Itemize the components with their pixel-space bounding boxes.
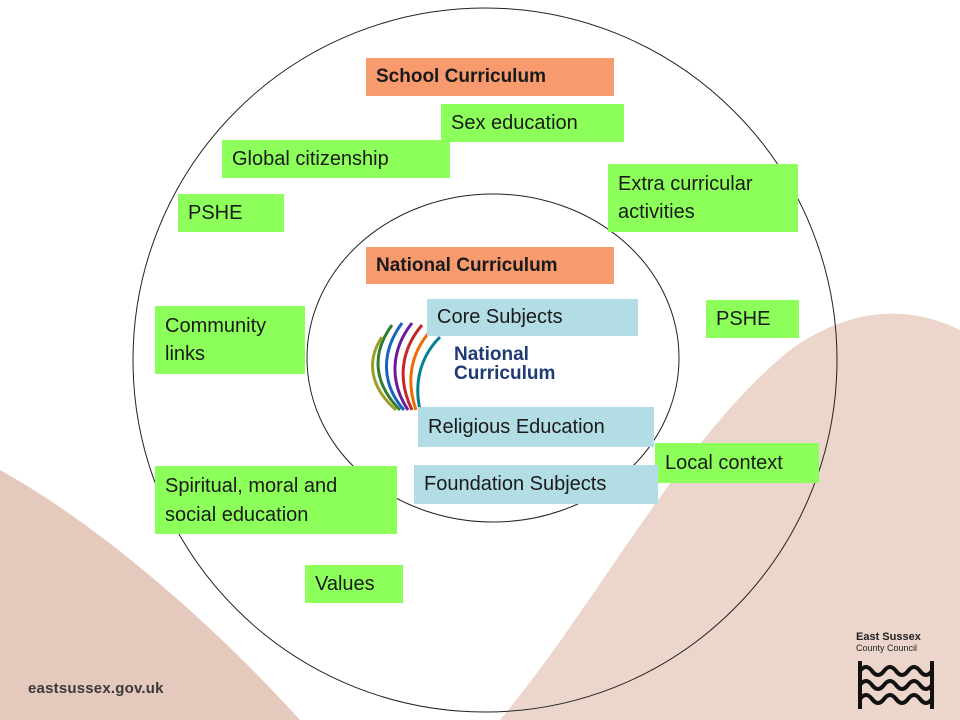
item-pshe-left: PSHE <box>178 194 284 232</box>
council-name-line2: County Council <box>856 643 918 653</box>
council-waves-icon <box>858 661 934 709</box>
item-global-citizenship: Global citizenship <box>222 140 450 178</box>
item-community-links: Community links <box>155 306 305 374</box>
national-curriculum-title: National Curriculum <box>366 247 614 284</box>
national-curriculum-logo-icon <box>371 322 442 412</box>
item-religious-education: Religious Education <box>418 407 654 447</box>
council-name-line1: East Sussex <box>856 631 921 643</box>
logo-text-line2: Curriculum <box>454 363 556 384</box>
item-values: Values <box>305 565 403 603</box>
outer-circle <box>132 7 838 713</box>
item-local-context: Local context <box>655 443 819 483</box>
logo-text-line1: National <box>454 344 529 365</box>
background-wave-left <box>0 470 300 720</box>
footer-url: eastsussex.gov.uk <box>28 680 164 697</box>
item-core-subjects: Core Subjects <box>427 299 638 336</box>
item-pshe-right: PSHE <box>706 300 799 338</box>
national-curriculum-logo-text: National Curriculum <box>454 345 574 383</box>
item-foundation-subjects: Foundation Subjects <box>414 465 658 504</box>
item-extra-curricular-activities: Extra curricular activities <box>608 164 798 232</box>
school-curriculum-title: School Curriculum <box>366 58 614 96</box>
item-sex-education: Sex education <box>441 104 624 142</box>
item-spiritual-moral-social-education: Spiritual, moral and social education <box>155 466 397 534</box>
east-sussex-logo: East Sussex County Council <box>856 632 936 718</box>
background-wave-right <box>500 313 960 720</box>
